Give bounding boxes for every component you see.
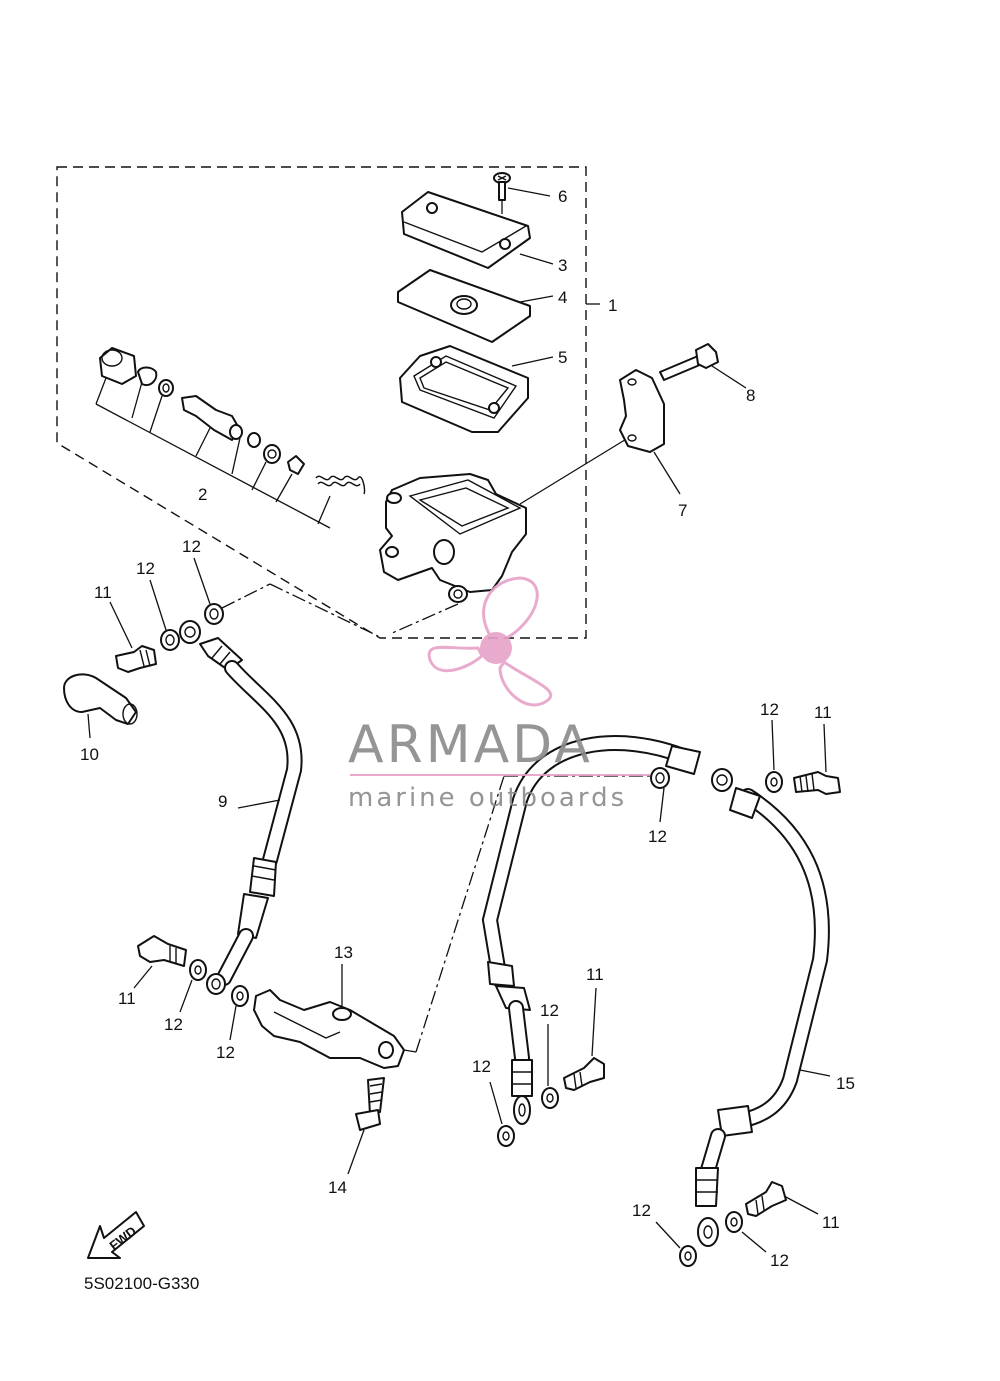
callout-12: 12 <box>216 1043 235 1062</box>
callout-7: 7 <box>678 501 687 520</box>
label-leaders <box>109 557 211 649</box>
callout-13: 13 <box>334 943 353 962</box>
fwd-arrow-icon: FWD <box>87 1211 145 1259</box>
holder-7 <box>619 369 681 495</box>
bolt-14 <box>347 1077 385 1175</box>
callout-10: 10 <box>80 745 99 764</box>
callout-11: 11 <box>814 703 832 722</box>
callout-12: 12 <box>136 559 155 578</box>
callout-3: 3 <box>558 256 567 275</box>
diagram-code: 5S02100-G330 <box>84 1274 199 1293</box>
bolt-8 <box>659 343 747 389</box>
assembly-boundary <box>56 166 600 639</box>
hose-9 <box>216 660 303 986</box>
callout-12: 12 <box>632 1201 651 1220</box>
reservoir-cap-3 <box>401 191 554 269</box>
callout-12: 12 <box>760 700 779 719</box>
callout-11: 11 <box>118 989 136 1008</box>
diaphragm-plate-4 <box>397 269 554 343</box>
hose-middle <box>481 735 701 1125</box>
callout-6: 6 <box>558 187 567 206</box>
hoses-top-union <box>650 719 841 823</box>
propeller-icon <box>427 576 553 707</box>
callout-12: 12 <box>648 827 667 846</box>
callout-11: 11 <box>822 1213 840 1232</box>
diaphragm-5 <box>399 345 554 433</box>
callout-11: 11 <box>94 583 112 602</box>
piston-kit-2 <box>95 347 366 529</box>
callout-11: 11 <box>586 965 604 984</box>
master-cylinder-body <box>379 437 629 635</box>
callout-2: 2 <box>198 485 207 504</box>
callout-4: 4 <box>558 288 567 307</box>
hose-9-bottom-fittings <box>133 935 249 1041</box>
callout-12: 12 <box>182 537 201 556</box>
hose-15-union <box>655 1181 819 1267</box>
callout-15: 15 <box>836 1074 855 1093</box>
callouts: 1 2 3 4 5 6 7 8 9 10 11 11 11 11 11 12 1… <box>80 187 855 1270</box>
callout-8: 8 <box>746 386 755 405</box>
joint-13 <box>253 775 656 1069</box>
callout-9: 9 <box>218 792 227 811</box>
cap-10 <box>63 673 138 739</box>
screw-6 <box>493 172 551 218</box>
callout-14: 14 <box>328 1178 347 1197</box>
watermark-logo: ARMADA marine outboards <box>348 576 650 813</box>
hose-middle-union <box>489 987 605 1147</box>
watermark-brand: ARMADA <box>348 715 593 775</box>
callout-5: 5 <box>558 348 567 367</box>
callout-12: 12 <box>770 1251 789 1270</box>
hose-15 <box>695 787 831 1247</box>
callout-12: 12 <box>540 1001 559 1020</box>
callout-1: 1 <box>608 296 617 315</box>
callout-12: 12 <box>164 1015 183 1034</box>
callout-12: 12 <box>472 1057 491 1076</box>
watermark-tagline: marine outboards <box>348 783 627 813</box>
